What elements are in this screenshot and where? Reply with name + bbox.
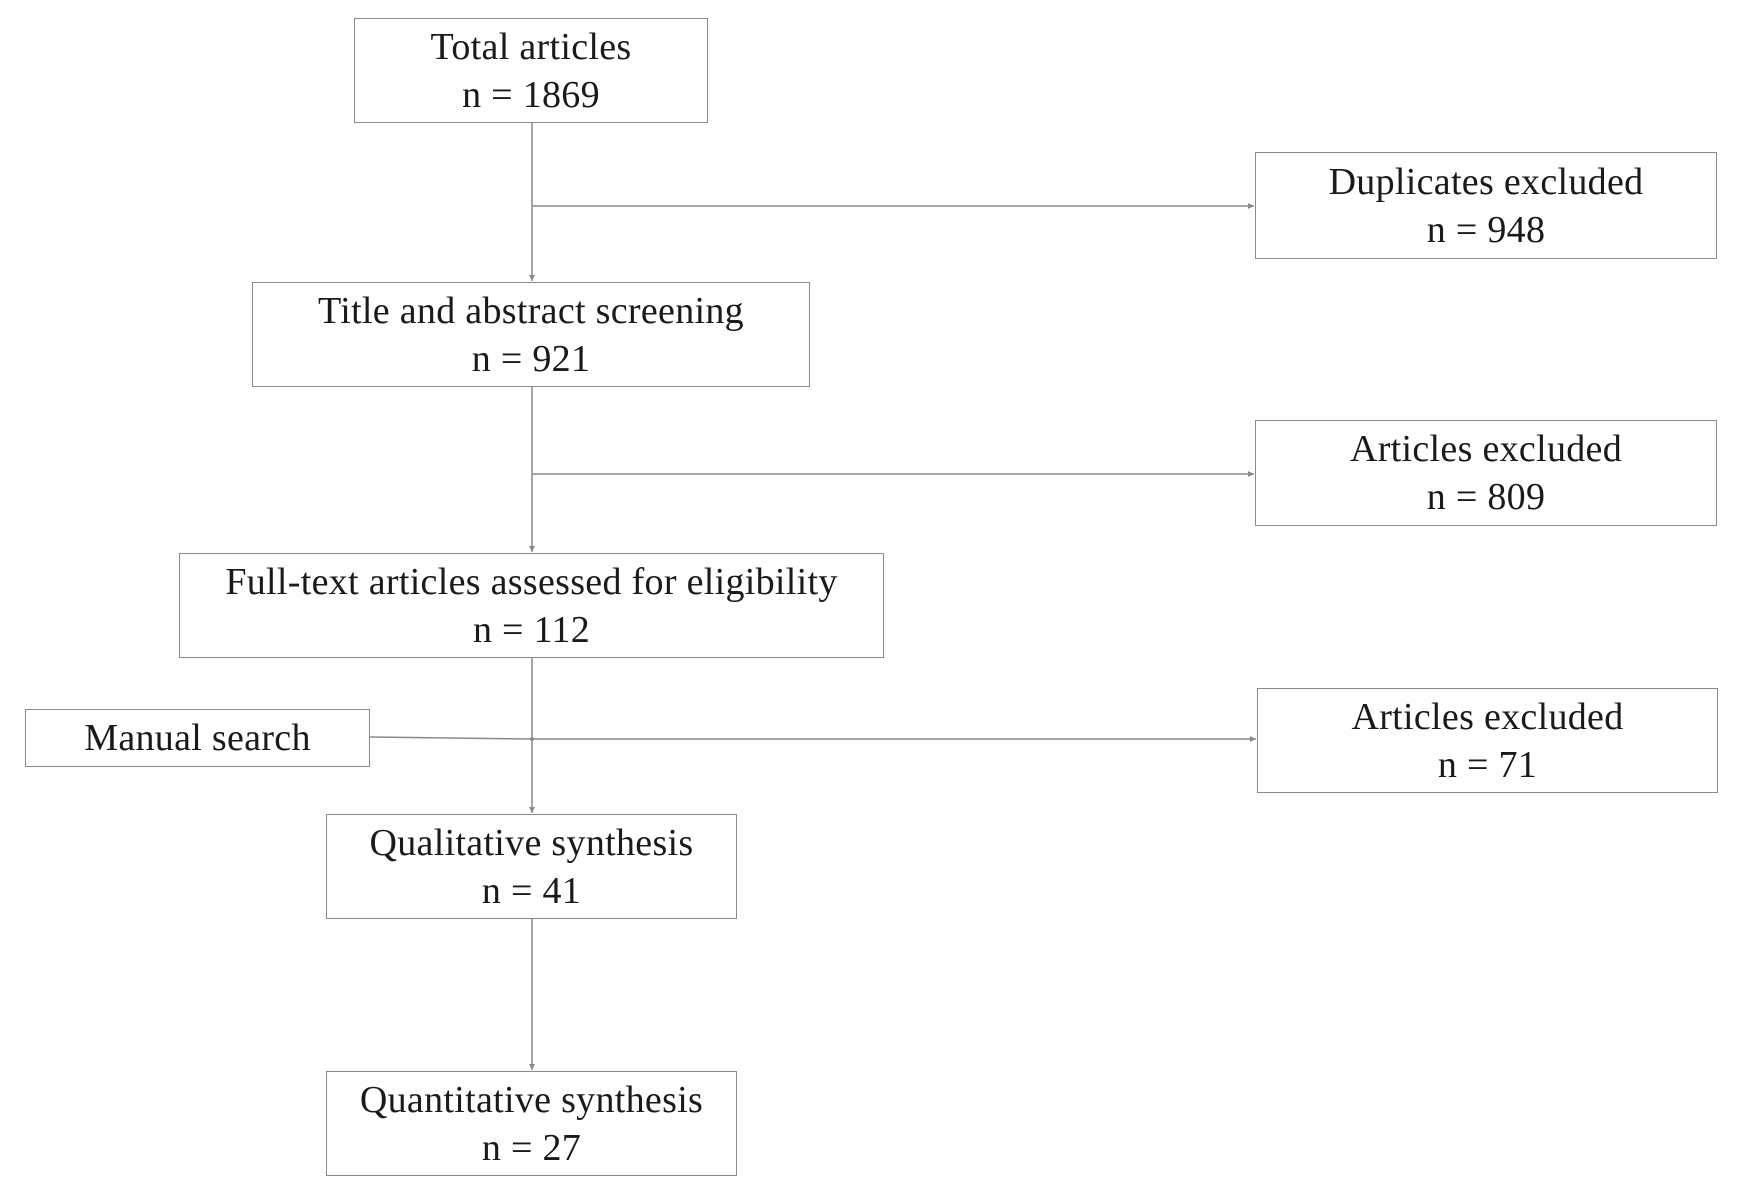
duplicates-excluded-label: Duplicates excluded [1328, 160, 1644, 203]
excluded-screening-label: Articles excluded [1349, 428, 1623, 470]
line-manual-search-join [369, 736, 533, 740]
total-articles-box: Total articles n = 1869 [354, 18, 708, 123]
fulltext-count: n = 112 [472, 608, 591, 651]
articles-excluded-screening-box: Articles excluded n = 809 [1255, 420, 1717, 526]
join-dot-manual-search [530, 737, 534, 741]
excluded-screening-count: n = 809 [1426, 476, 1546, 518]
manual-search-label: Manual search [84, 717, 311, 759]
duplicates-excluded-count: n = 948 [1426, 208, 1546, 251]
duplicates-excluded-box: Duplicates excluded n = 948 [1255, 152, 1717, 259]
fulltext-label: Full-text articles assessed for eligibil… [225, 560, 838, 603]
screening-label: Title and abstract screening [318, 289, 744, 332]
excluded-fulltext-count: n = 71 [1437, 743, 1538, 786]
quantitative-label: Quantitative synthesis [359, 1078, 704, 1121]
screening-count: n = 921 [471, 337, 591, 380]
qualitative-synthesis-box: Qualitative synthesis n = 41 [326, 814, 737, 919]
articles-excluded-fulltext-box: Articles excluded n = 71 [1257, 688, 1718, 793]
fulltext-eligibility-box: Full-text articles assessed for eligibil… [179, 553, 884, 658]
quantitative-count: n = 27 [481, 1126, 582, 1169]
quantitative-synthesis-box: Quantitative synthesis n = 27 [326, 1071, 737, 1176]
qualitative-count: n = 41 [481, 869, 582, 912]
excluded-fulltext-label: Articles excluded [1351, 695, 1624, 738]
manual-search-box: Manual search [25, 709, 370, 767]
title-abstract-screening-box: Title and abstract screening n = 921 [252, 282, 810, 387]
total-articles-count: n = 1869 [462, 73, 600, 116]
qualitative-label: Qualitative synthesis [369, 821, 694, 864]
total-articles-label: Total articles [430, 25, 632, 68]
